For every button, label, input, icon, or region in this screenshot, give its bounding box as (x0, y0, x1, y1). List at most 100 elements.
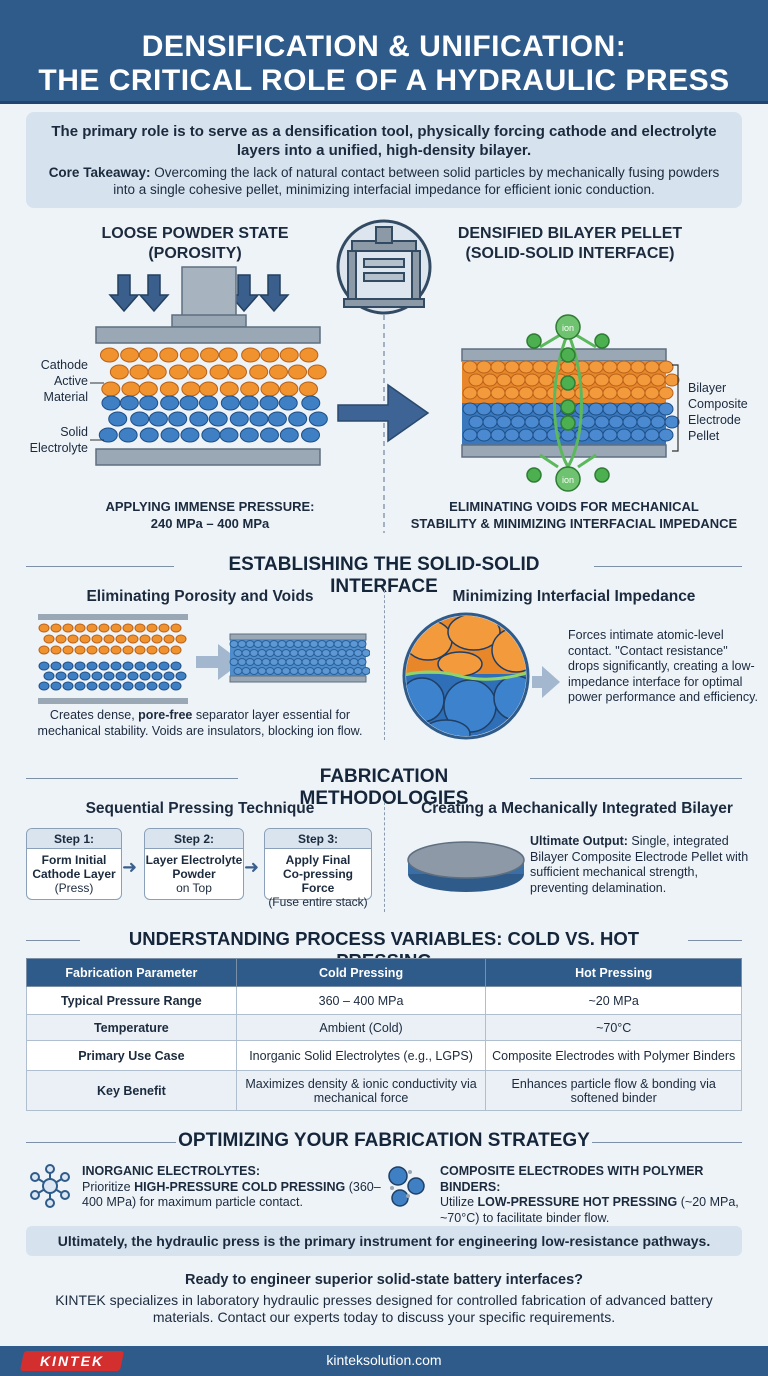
conclusion-banner: Ultimately, the hydraulic press is the p… (26, 1226, 742, 1256)
sequential-title: Sequential Pressing Technique (85, 800, 315, 817)
densified-title-line1: DENSIFIED BILAYER PELLET (457, 225, 683, 242)
voids-caption-2: STABILITY & MINIMIZING INTERFACIAL IMPED… (410, 516, 738, 531)
bilayer-label-2: Composite (688, 397, 748, 411)
table-cell: ~70°C (485, 1014, 742, 1041)
densified-title-line2: (SOLID-SOLID INTERFACE) (465, 245, 675, 262)
cathode-label-1: Cathode (40, 358, 88, 372)
impedance-arrow-icon (532, 666, 560, 698)
pellet-disc-icon (407, 841, 525, 892)
strategy-section-title: OPTIMIZING YOUR FABRICATION STRATEGY (178, 1130, 590, 1151)
core-takeaway: Core Takeaway: Overcoming the lack of na… (42, 164, 726, 198)
bilayer-label-1: Bilayer (688, 381, 727, 395)
impedance-title: Minimizing Interfacial Impedance (452, 588, 696, 605)
cta-question: Ready to engineer superior solid-state b… (184, 1272, 584, 1288)
piston-head (171, 314, 247, 328)
inorganic-c: (360–400 MPa) for maximum particle conta… (82, 1179, 381, 1210)
porosity-text: Creates dense, pore-free separator layer… (22, 708, 378, 739)
table-row: Key Benefit Maximizes density & ionic co… (26, 1070, 742, 1111)
porosity-title: Eliminating Porosity and Voids (86, 588, 314, 605)
output-body: Single, integrated Bilayer Composite Ele… (530, 834, 749, 895)
table-row: Primary Use Case Inorganic Solid Electro… (26, 1040, 742, 1071)
step-1-card: Step 1: Form Initial Cathode Layer (Pres… (26, 828, 122, 900)
porosity-text-b: pore-free (138, 708, 193, 722)
step-2-head: Step 2: (145, 829, 243, 849)
porosity-text-c: separator layer essential for mechanical… (37, 708, 363, 738)
cathode-label-2: Active (53, 374, 88, 388)
step-1-line3: (Press) (54, 881, 94, 895)
page-title: DENSIFICATION & UNIFICATION: THE CRITICA… (0, 30, 768, 98)
step-3-line2: Co-pressing Force (282, 867, 353, 895)
composite-b: LOW-PRESSURE HOT PRESSING (477, 1195, 678, 1209)
porosity-text-a: Creates dense, (49, 708, 139, 722)
loose-powder-title-line2: (POROSITY) (148, 245, 242, 262)
piston-rod (181, 266, 237, 320)
loose-powder-title: LOOSE POWDER STATE (POROSITY) (60, 224, 330, 264)
table-cell: Key Benefit (26, 1070, 237, 1111)
step-1-body: Form Initial Cathode Layer (Press) (27, 849, 121, 895)
composite-a: Utilize (440, 1195, 478, 1209)
loose-powder-title-line1: LOOSE POWDER STATE (101, 225, 289, 242)
ion-label-top: ion (562, 323, 574, 333)
composite-head: COMPOSITE ELECTRODES WITH POLYMER BINDER… (440, 1164, 704, 1194)
fabrication-section-title: FABRICATION METHODOLOGIES (299, 766, 469, 809)
table-cell: ~20 MPa (485, 986, 742, 1015)
impedance-diagram (402, 612, 560, 740)
page-header: DENSIFICATION & UNIFICATION: THE CRITICA… (0, 0, 768, 104)
integrated-title: Creating a Mechanically Integrated Bilay… (421, 800, 733, 817)
electrolyte-label-1: Solid (60, 425, 88, 439)
table-cell: Composite Electrodes with Polymer Binder… (485, 1040, 742, 1071)
pressure-caption-1: APPLYING IMMENSE PRESSURE: (105, 499, 315, 514)
step-1-line2: Cathode Layer (32, 867, 116, 881)
output-text: Ultimate Output: Single, integrated Bila… (530, 834, 758, 896)
step-3-line1: Apply Final (285, 853, 351, 867)
step-3-card: Step 3: Apply Final Co-pressing Force (F… (264, 828, 372, 909)
inorganic-strategy: INORGANIC ELECTROLYTES: Prioritize HIGH-… (82, 1164, 382, 1211)
composite-particles-icon (388, 1166, 425, 1207)
pressure-arrows-icon (108, 274, 290, 313)
step-arrow-icon: ➜ (244, 857, 260, 877)
table-header: Fabrication Parameter (26, 958, 237, 987)
impedance-text: Forces intimate atomic-level contact. "C… (568, 628, 758, 704)
ion-label-bottom: ion (562, 475, 574, 485)
voids-caption: ELIMINATING VOIDS FOR MECHANICAL STABILI… (398, 498, 750, 532)
electrolyte-label: Solid Electrolyte (16, 424, 88, 456)
output-label: Ultimate Output: (530, 834, 628, 848)
cta-text: KINTEK specializes in laboratory hydraul… (55, 1292, 713, 1325)
website-link[interactable]: kinteksolution.com (326, 1352, 442, 1368)
bilayer-label: Bilayer Composite Electrode Pellet (688, 380, 764, 444)
step-2-line3: on Top (176, 881, 212, 895)
table-cell: Typical Pressure Range (26, 986, 237, 1015)
table-cell: Ambient (Cold) (235, 1014, 487, 1041)
core-takeaway-label: Core Takeaway: (48, 165, 151, 180)
bilayer-bracket (672, 364, 679, 452)
voids-caption-1: ELIMINATING VOIDS FOR MECHANICAL (449, 499, 699, 514)
porosity-diagram (38, 614, 370, 704)
logo-text: KINTEK (39, 1353, 105, 1369)
hero-diagram: ion ion (90, 219, 680, 533)
step-3-body: Apply Final Co-pressing Force (Fuse enti… (265, 849, 371, 909)
step-3-head: Step 3: (265, 829, 371, 849)
cathode-label-3: Material (43, 390, 88, 404)
composite-strategy: COMPOSITE ELECTRODES WITH POLYMER BINDER… (440, 1164, 760, 1226)
comparison-table: Fabrication Parameter Cold Pressing Hot … (26, 958, 742, 1111)
table-header-row: Fabrication Parameter Cold Pressing Hot … (26, 958, 742, 987)
step-2-line1: Layer Electrolyte (145, 853, 243, 867)
title-line-2: THE CRITICAL ROLE OF A HYDRAULIC PRESS (38, 64, 730, 97)
electrolyte-label-2: Electrolyte (29, 441, 88, 455)
ion-flow-arrows (539, 332, 597, 469)
molecule-icon (30, 1164, 70, 1208)
porosity-arrow-icon (196, 644, 242, 680)
table-cell: Temperature (26, 1014, 237, 1041)
bottom-platen (95, 448, 321, 466)
step-2-card: Step 2: Layer Electrolyte Powder on Top (144, 828, 244, 900)
bilayer-label-4: Pellet (688, 429, 720, 443)
step-3-line3: (Fuse entire stack) (268, 895, 368, 909)
step-2-line2: Powder (172, 867, 216, 881)
table-cell: 360 – 400 MPa (235, 986, 487, 1015)
bilayer-label-3: Electrode (688, 413, 741, 427)
pressure-caption-2: 240 MPa – 400 MPa (150, 516, 270, 531)
dense-layer-texture (229, 640, 370, 675)
table-row: Temperature Ambient (Cold) ~70°C (26, 1014, 742, 1041)
small-loose-particles (38, 623, 187, 691)
inorganic-head: INORGANIC ELECTROLYTES: (82, 1164, 261, 1178)
